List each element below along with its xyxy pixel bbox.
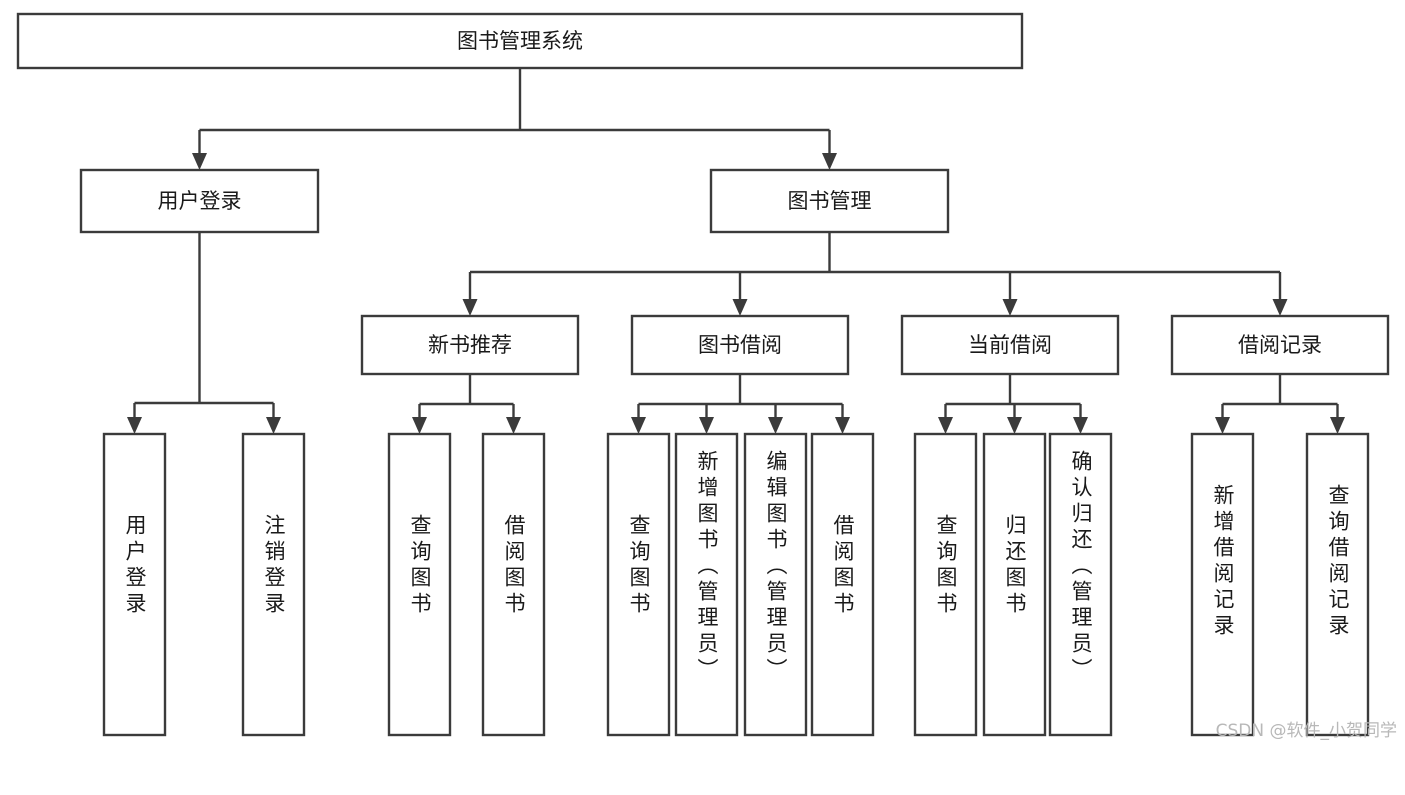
root-branch-0-arrowhead bbox=[192, 153, 207, 170]
leaf-box[interactable] bbox=[810, 432, 875, 737]
leaf-node-归还图书-9[interactable] bbox=[982, 432, 1047, 737]
connector-layer bbox=[127, 68, 1345, 434]
level3-node-box[interactable] bbox=[900, 314, 1120, 376]
leaf-图书借阅-branch-1-arrowhead bbox=[699, 417, 714, 434]
level2-node-label: 图书管理 bbox=[788, 189, 872, 213]
leaf-node-借阅图书-7[interactable] bbox=[810, 432, 875, 737]
leaf-box[interactable] bbox=[606, 432, 671, 737]
level3-node-label: 新书推荐 bbox=[428, 333, 512, 357]
leaf-box[interactable] bbox=[1305, 432, 1370, 737]
leaf-当前借阅-branch-1-arrowhead bbox=[1007, 417, 1022, 434]
leaf-node-查询图书-8[interactable] bbox=[913, 432, 978, 737]
leaf-node-新增借阅记录-11[interactable] bbox=[1190, 432, 1255, 737]
leaf-box[interactable] bbox=[674, 432, 739, 737]
level2-node-label: 用户登录 bbox=[158, 189, 242, 213]
leaf-box[interactable] bbox=[982, 432, 1047, 737]
level3-node-label: 借阅记录 bbox=[1238, 333, 1322, 357]
level3-node-box[interactable] bbox=[630, 314, 850, 376]
book-mgmt-branch-0-arrowhead bbox=[462, 299, 478, 316]
root-node-图书管理系统[interactable]: 图书管理系统 bbox=[16, 12, 1024, 70]
level2-node-图书管理[interactable]: 图书管理 bbox=[709, 168, 950, 234]
leaf-用户登录-branch-0-arrowhead bbox=[127, 417, 142, 434]
leaf-借阅记录-branch-0-arrowhead bbox=[1215, 417, 1230, 434]
leaf-node-查询借阅记录-12[interactable] bbox=[1305, 432, 1370, 737]
level3-node-box[interactable] bbox=[1170, 314, 1390, 376]
level3-node-label: 图书借阅 bbox=[698, 333, 782, 357]
leaf-node-确认归还管理员-10[interactable] bbox=[1048, 432, 1113, 737]
leaf-box[interactable] bbox=[913, 432, 978, 737]
leaf-借阅记录-branch-1-arrowhead bbox=[1330, 417, 1345, 434]
leaf-node-查询图书-4[interactable] bbox=[606, 432, 671, 737]
level2-node-用户登录[interactable]: 用户登录 bbox=[79, 168, 320, 234]
leaf-图书借阅-branch-2-arrowhead bbox=[768, 417, 783, 434]
root-node-box[interactable] bbox=[16, 12, 1024, 70]
book-mgmt-branch-3-arrowhead bbox=[1272, 299, 1288, 316]
leaf-node-用户登录-0[interactable] bbox=[102, 432, 167, 737]
root-node-label: 图书管理系统 bbox=[457, 29, 583, 53]
leaf-box[interactable] bbox=[481, 432, 546, 737]
leaf-node-查询图书-2[interactable] bbox=[387, 432, 452, 737]
leaf-box[interactable] bbox=[1190, 432, 1255, 737]
level2-node-box[interactable] bbox=[709, 168, 950, 234]
root-branch-1-arrowhead bbox=[822, 153, 837, 170]
book-mgmt-branch-2-arrowhead bbox=[1002, 299, 1018, 316]
leaf-box[interactable] bbox=[743, 432, 808, 737]
level3-node-box[interactable] bbox=[360, 314, 580, 376]
book-mgmt-branch-1-arrowhead bbox=[732, 299, 748, 316]
leaf-node-借阅图书-3[interactable] bbox=[481, 432, 546, 737]
level3-node-借阅记录[interactable]: 借阅记录 bbox=[1170, 314, 1390, 376]
leaf-新书推荐-branch-0-arrowhead bbox=[412, 417, 427, 434]
leaf-node-注销登录-1[interactable] bbox=[241, 432, 306, 737]
level3-node-label: 当前借阅 bbox=[968, 333, 1052, 357]
leaf-新书推荐-branch-1-arrowhead bbox=[506, 417, 521, 434]
level2-node-box[interactable] bbox=[79, 168, 320, 234]
leaf-node-编辑图书管理员-6[interactable] bbox=[743, 432, 808, 737]
leaf-当前借阅-branch-0-arrowhead bbox=[938, 417, 953, 434]
leaf-当前借阅-branch-2-arrowhead bbox=[1073, 417, 1088, 434]
level3-node-图书借阅[interactable]: 图书借阅 bbox=[630, 314, 850, 376]
leaf-box[interactable] bbox=[102, 432, 167, 737]
leaf-图书借阅-branch-0-arrowhead bbox=[631, 417, 646, 434]
leaf-用户登录-branch-1-arrowhead bbox=[266, 417, 281, 434]
leaf-node-新增图书管理员-5[interactable] bbox=[674, 432, 739, 737]
leaf-图书借阅-branch-3-arrowhead bbox=[835, 417, 850, 434]
leaf-box[interactable] bbox=[387, 432, 452, 737]
leaf-box[interactable] bbox=[241, 432, 306, 737]
leaf-box[interactable] bbox=[1048, 432, 1113, 737]
diagram-root: 图书管理系统用户登录图书管理新书推荐图书借阅当前借阅借阅记录 用户登录注销登录查… bbox=[16, 12, 1397, 741]
level3-node-当前借阅[interactable]: 当前借阅 bbox=[900, 314, 1120, 376]
level3-node-新书推荐[interactable]: 新书推荐 bbox=[360, 314, 580, 376]
